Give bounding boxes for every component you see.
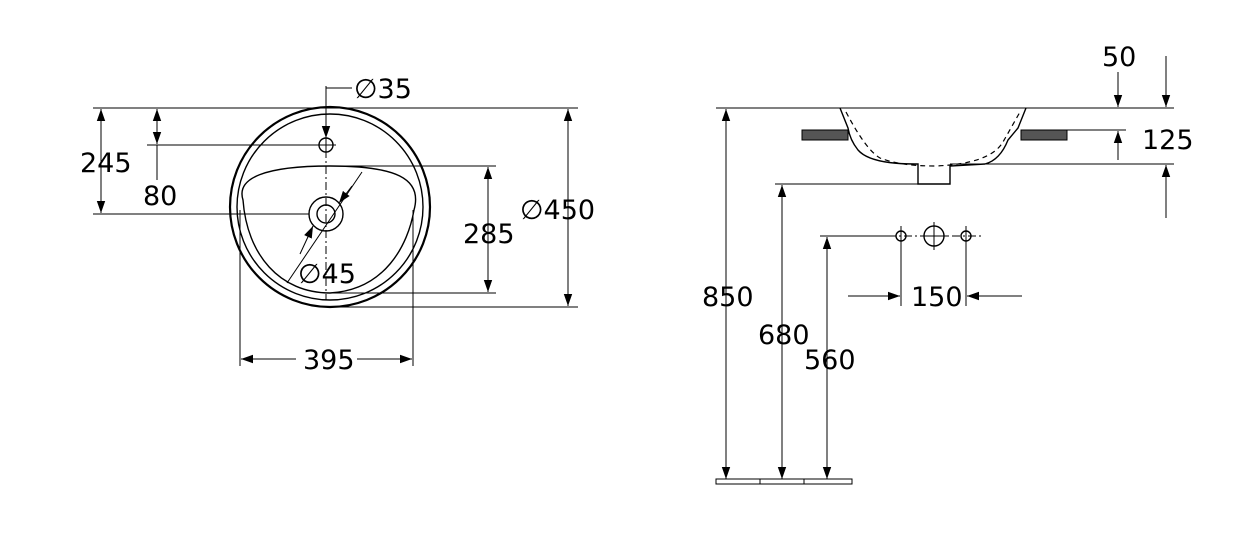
dim-50-label: 50 bbox=[1102, 42, 1136, 73]
dim-125-label: 125 bbox=[1142, 125, 1194, 156]
counter-slab-left bbox=[801, 129, 849, 141]
basin-bowl-dashed bbox=[845, 111, 1021, 167]
drain-inner bbox=[316, 204, 336, 224]
leader-45-arrow-a bbox=[338, 185, 353, 204]
side-view: 50 125 850 680 560 150 bbox=[702, 42, 1194, 485]
counter-slab-right bbox=[1020, 129, 1068, 141]
dim-150-label: 150 bbox=[911, 282, 963, 313]
dim-80-label: 80 bbox=[143, 181, 177, 212]
leader-45-arrow-b bbox=[299, 225, 314, 255]
basin-bowl-outline bbox=[241, 165, 417, 294]
dim-680-label: 680 bbox=[758, 320, 810, 351]
dim-850-label: 850 bbox=[702, 282, 754, 313]
top-view: 245 80 ∅35 ∅45 285 ∅450 395 bbox=[80, 74, 595, 376]
dim-245-label: 245 bbox=[80, 148, 132, 179]
dim-395-label: 395 bbox=[303, 345, 355, 376]
dim-35-label: ∅35 bbox=[354, 74, 412, 105]
dim-560-label: 560 bbox=[804, 345, 856, 376]
dim-45-label: ∅45 bbox=[298, 259, 356, 290]
floor-line bbox=[715, 478, 853, 485]
dim-285-label: 285 bbox=[463, 219, 515, 250]
leader-45 bbox=[286, 171, 363, 284]
basin-inner-rim bbox=[236, 113, 424, 301]
dim-450-label: ∅450 bbox=[520, 195, 595, 226]
